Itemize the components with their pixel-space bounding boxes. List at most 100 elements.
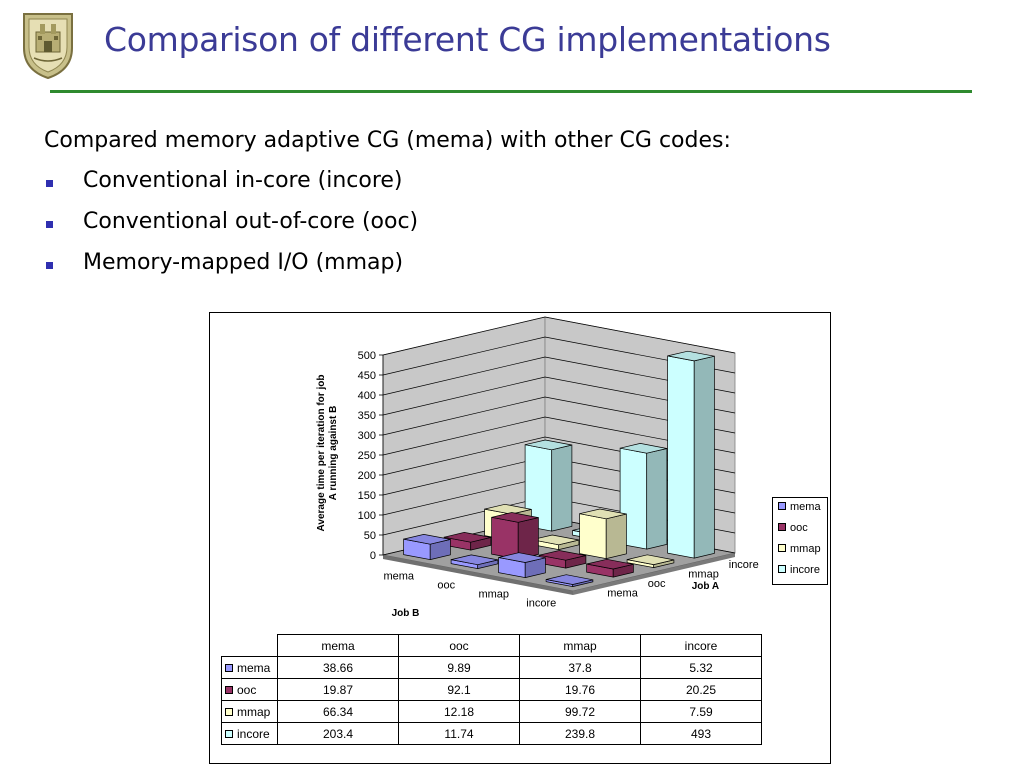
bar-top-face — [403, 534, 451, 545]
y-tick-label: 350 — [358, 410, 376, 422]
depth-tick-label: mmap — [688, 568, 719, 580]
bar-front-face — [491, 516, 519, 560]
bar-mmap-mmap — [579, 508, 627, 560]
bar-top-face — [532, 534, 579, 546]
table-column-header: ooc — [398, 634, 520, 657]
y-tick-label: 100 — [358, 510, 376, 522]
bar-side-face — [646, 448, 668, 550]
chart-floor-edge — [573, 553, 735, 595]
y-tick-label: 250 — [358, 450, 376, 462]
legend-item: incore — [778, 564, 820, 580]
table-cell: 239.8 — [519, 722, 641, 745]
bullet-item: Conventional out-of-core (ooc) — [44, 209, 418, 250]
bar-top-face — [539, 550, 586, 561]
bar-mmap-incore — [626, 554, 675, 569]
bar-top-face — [444, 532, 491, 543]
y-tick-label: 450 — [358, 370, 376, 382]
legend-swatch-mmap — [778, 544, 786, 552]
bar-top-face — [451, 554, 498, 566]
table-cell: 5.32 — [640, 656, 762, 679]
table-cell: 203.4 — [277, 722, 399, 745]
bar-mema-incore — [545, 574, 594, 588]
legend-label: mmap — [790, 543, 821, 555]
table-row: ooc 19.87 92.1 19.76 20.25 — [221, 678, 762, 701]
bullet-square-icon — [46, 262, 53, 269]
bar-top-face — [667, 350, 715, 362]
bar-side-face — [605, 513, 627, 560]
bullet-text: Conventional in-core (incore) — [83, 168, 403, 193]
data-table: mema ooc mmap incore mema 38.66 9.89 37.… — [221, 634, 762, 745]
y-tick-label: 50 — [364, 530, 376, 542]
table-cell: 92.1 — [398, 678, 520, 701]
y-tick-label: 300 — [358, 430, 376, 442]
bar-side-face — [551, 444, 573, 532]
x-tick-label: ooc — [437, 580, 455, 592]
depth-axis-title: Job A — [692, 581, 719, 592]
bar-group — [403, 350, 715, 588]
legend-label: ooc — [790, 522, 808, 534]
y-tick-label: 200 — [358, 470, 376, 482]
bar-top-face — [586, 558, 634, 570]
y-tick-label: 400 — [358, 390, 376, 402]
bar-front-face — [667, 355, 695, 559]
table-cell: 99.72 — [519, 700, 641, 723]
x-tick-label: incore — [526, 598, 556, 610]
table-row-header: mema — [221, 656, 278, 679]
bullet-item: Memory-mapped I/O (mmap) — [44, 250, 418, 291]
table-cell: 7.59 — [640, 700, 762, 723]
table-cell: 19.87 — [277, 678, 399, 701]
bar-front-face — [579, 513, 607, 560]
table-corner — [222, 635, 278, 657]
table-row: incore 203.4 11.74 239.8 493 — [221, 722, 762, 745]
legend-label: mema — [790, 501, 821, 513]
table-cell: 20.25 — [640, 678, 762, 701]
table-column-header: mema — [277, 634, 399, 657]
bar-top-face — [546, 574, 593, 585]
university-crest-icon — [23, 13, 73, 80]
table-cell: 9.89 — [398, 656, 520, 679]
bar-top-face — [498, 552, 546, 563]
row-label: ooc — [237, 682, 257, 697]
bar-mema-mema — [403, 534, 451, 561]
depth-tick-label: mema — [607, 587, 638, 599]
table-header-row: mema ooc mmap incore — [222, 634, 762, 657]
bar-ooc-incore — [586, 558, 634, 578]
bullet-list: Conventional in-core (incore) Convention… — [44, 168, 418, 291]
y-tick-label: 150 — [358, 490, 376, 502]
y-axis-title: Average time per iteration for jobA runn… — [316, 375, 339, 532]
legend-label: incore — [790, 564, 820, 576]
table-cell: 66.34 — [277, 700, 399, 723]
table-row: mema 38.66 9.89 37.8 5.32 — [221, 656, 762, 679]
gridline — [382, 316, 736, 356]
legend-item: mema — [778, 501, 821, 517]
bullet-square-icon — [46, 221, 53, 228]
bullet-square-icon — [46, 180, 53, 187]
bar-ooc-ooc — [491, 512, 539, 560]
bar-side-face — [693, 355, 715, 559]
row-label: mmap — [237, 704, 271, 719]
legend-swatch-incore — [225, 729, 233, 738]
legend-swatch-ooc — [778, 523, 786, 531]
bar-top-face — [491, 512, 539, 523]
table-cell: 493 — [640, 722, 762, 745]
legend-swatch-mema — [778, 502, 786, 510]
x-axis-title: Job B — [392, 608, 420, 619]
legend-swatch-mmap — [225, 707, 233, 716]
legend-swatch-ooc — [225, 685, 233, 694]
legend-item: mmap — [778, 543, 821, 559]
bar-top-face — [484, 503, 532, 515]
table-column-header: incore — [640, 634, 762, 657]
table-cell: 19.76 — [519, 678, 641, 701]
table-row-header: ooc — [221, 678, 278, 701]
table-row: mmap 66.34 12.18 99.72 7.59 — [221, 700, 762, 723]
table-cell: 38.66 — [277, 656, 399, 679]
x-tick-label: mema — [383, 571, 414, 583]
y-tick-label: 0 — [370, 550, 376, 562]
bar-mema-mmap — [498, 552, 546, 579]
row-label: incore — [237, 726, 270, 741]
legend-swatch-incore — [778, 565, 786, 573]
table-cell: 11.74 — [398, 722, 520, 745]
bullet-text: Conventional out-of-core (ooc) — [83, 209, 419, 234]
